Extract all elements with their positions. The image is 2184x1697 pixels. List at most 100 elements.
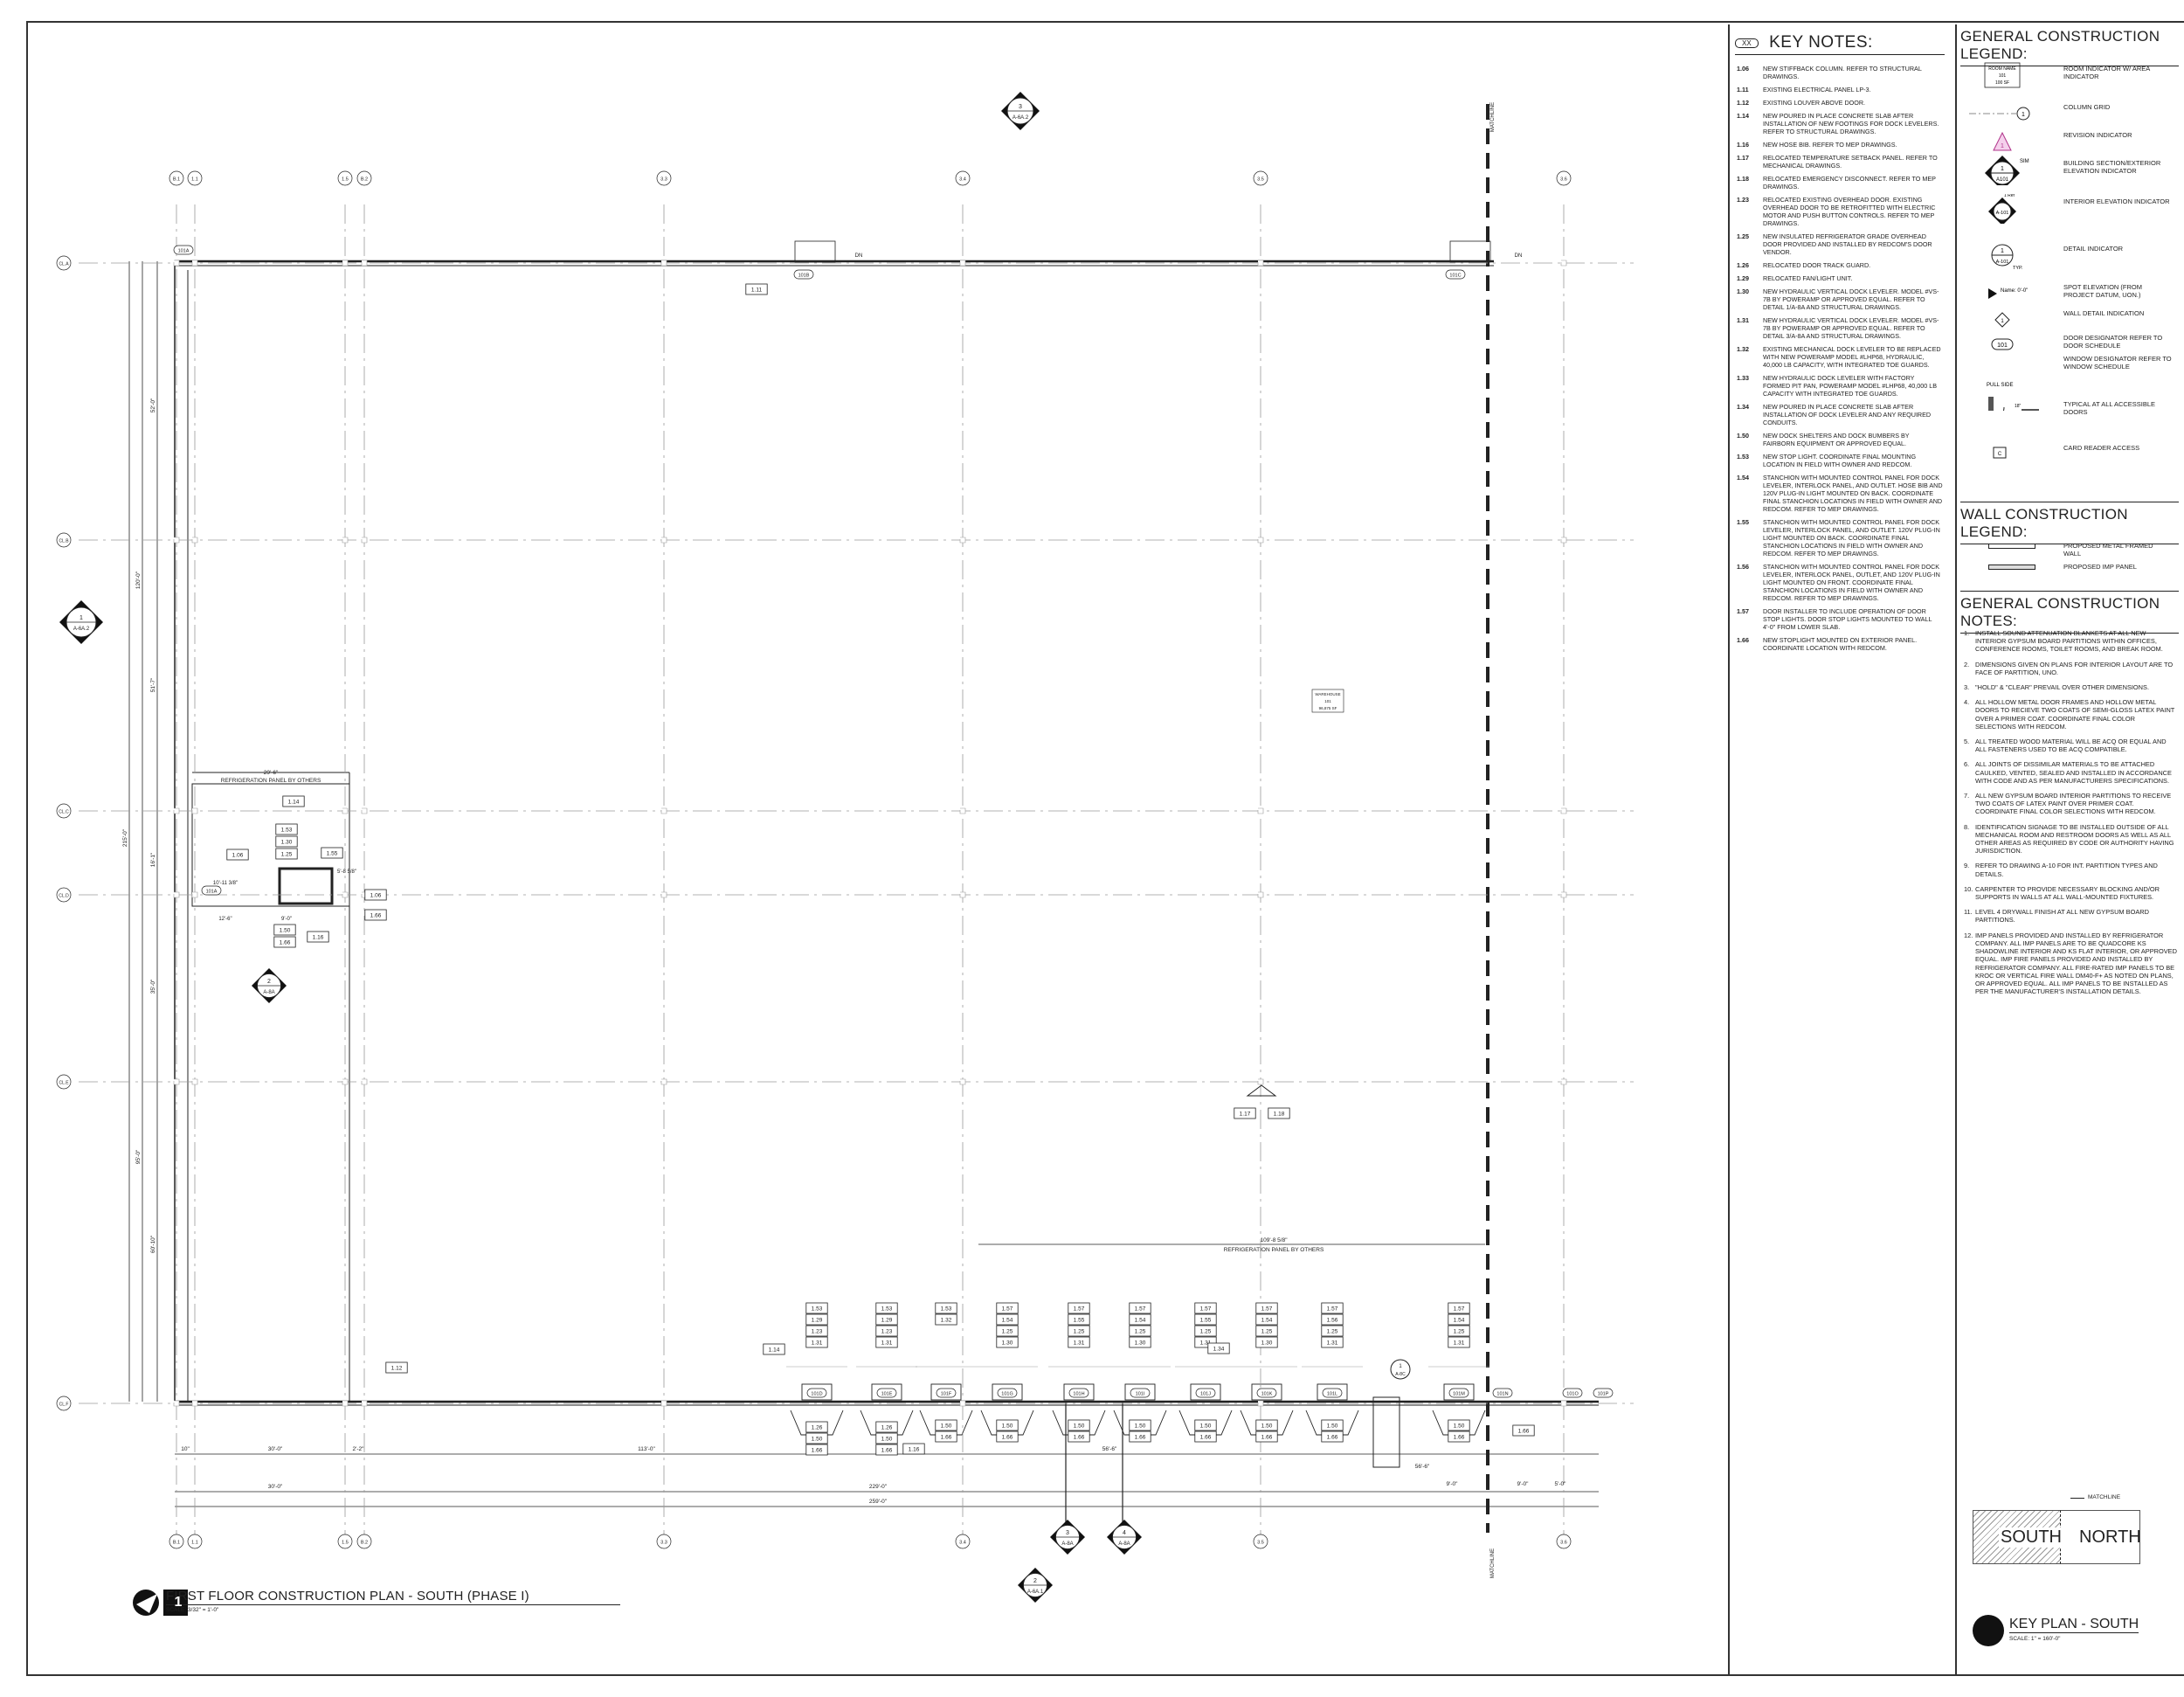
construction-note-item: 9.REFER TO DRAWING A-10 FOR INT. PARTITI… [1964,862,2177,877]
key-plan-north-label: NORTH [2079,1527,2141,1547]
construction-note-text: LEVEL 4 DRYWALL FINISH AT ALL NEW GYPSUM… [1975,908,2149,925]
detail-marker-icon [1390,1359,1411,1380]
note-tag [282,795,305,807]
door-tag [1322,1388,1343,1398]
door-tag-text: 101O [1566,1391,1579,1396]
svg-text:1 Ref: 1 Ref [2004,194,2015,198]
note-tag-text: 1.31 [812,1340,823,1347]
note-tag [763,1343,785,1355]
construction-note-item: 12.IMP PANELS PROVIDED AND INSTALLED BY … [1964,932,2177,996]
note-tag [935,1302,957,1314]
door-tag-text: 101E [881,1391,893,1396]
note-tag [1255,1430,1278,1443]
note-tag-text: 1.11 [751,287,763,294]
construction-note-number: 4. [1964,698,1970,707]
column-marker [1560,1400,1567,1407]
door-tag [1562,1388,1583,1398]
note-tag-text: 1.34 [1213,1347,1225,1353]
legend-symbol-icon [1969,351,2039,381]
column-grid-bubble [955,170,971,186]
dimension-text: 10" [181,1446,190,1452]
key-plan-north-block [2060,1510,2140,1564]
key-note-text: NEW HYDRAULIC VERTICAL DOCK LEVELER. MOD… [1763,316,1939,340]
stair-dn-label: DN [855,253,863,259]
note-tag-text: 1.31 [1327,1340,1338,1347]
key-note-text: STANCHION WITH MOUNTED CONTROL PANEL FOR… [1763,518,1940,558]
note-tag-text: 1.14 [288,800,300,806]
key-note-text: EXISTING LOUVER ABOVE DOOR. [1763,99,1866,107]
column-grid-bubble [337,170,353,186]
column-marker [361,807,368,814]
column-grid-label: B.1 [173,177,180,183]
note-tag [1255,1325,1278,1337]
section-marker-number: 3 [1019,104,1022,110]
column-grid-label: B.2 [361,1541,368,1546]
construction-note-number: 2. [1964,660,1970,668]
svg-text:Name: 0'-0": Name: 0'-0" [2001,288,2028,294]
dimension-text: 12'-6" [218,917,232,922]
key-note-code: 1.32 [1737,345,1749,353]
key-plan-scale: SCALE: 1" = 160'-0" [2009,1636,2061,1642]
wall-legend-text: PROPOSED IMP PANEL [2063,563,2137,571]
construction-note-item: 6.ALL JOINTS OF DISSIMILAR MATERIALS TO … [1964,760,2177,785]
column-marker [959,260,966,267]
construction-note-item: 5.ALL TREATED WOOD MATERIAL WILL BE ACQ … [1964,738,2177,753]
note-tag [1321,1430,1344,1443]
note-tag [1448,1336,1470,1348]
note-tag [875,1336,898,1348]
construction-note-item: 10.CARPENTER TO PROVIDE NECESSARY BLOCKI… [1964,885,2177,901]
dimension-text: 10'-11 3/8" [213,881,238,886]
detail-number-box [163,1590,188,1616]
key-note-code: 1.31 [1737,316,1749,324]
column-marker [1560,1078,1567,1085]
note-tag-text: 1.57 [1454,1306,1465,1313]
door-tag [1445,269,1466,280]
note-tag-text: 1.66 [1200,1435,1212,1441]
note-tag-text: 1.55 [1200,1318,1212,1324]
door-tag [1068,1388,1089,1398]
note-tag-text: 1.17 [1240,1112,1251,1118]
column-marker [1560,807,1567,814]
construction-note-item: 1.INSTALL SOUND ATTENUATION BLANKETS AT … [1964,629,2177,654]
note-tag [1068,1313,1090,1326]
note-tag-text: 1.53 [281,828,293,834]
legend-row: WINDOW DESIGNATOR REFER TO WINDOW SCHEDU… [1960,351,2172,381]
note-tag-text: 1.66 [280,940,291,946]
note-tag [805,1444,828,1456]
key-note-code: 1.25 [1737,232,1749,240]
note-tag-text: 1.06 [232,853,244,859]
legend-text: DETAIL INDICATOR [2063,245,2124,253]
note-tag [805,1421,828,1433]
column-grid-label: 3.3 [660,177,667,183]
note-tag-text: 1.50 [812,1437,823,1443]
note-tag-text: 1.50 [1135,1423,1146,1430]
note-tag-text: 1.66 [1002,1435,1013,1441]
door-tag-text: 101P [1598,1391,1609,1396]
dimension-text: 56'-6" [1415,1464,1430,1470]
dimension-text: 120'-0" [135,571,142,589]
door-tag-text: 101L [1327,1391,1337,1396]
construction-note-text: CARPENTER TO PROVIDE NECESSARY BLOCKING … [1975,884,2160,902]
plan-scale: SCALE: 3/32" = 1'-0" [166,1607,219,1613]
column-marker [191,537,198,544]
note-tag-text: 1.26 [881,1425,893,1431]
section-marker-sheet: A-8A [263,990,274,995]
note-tag [1068,1419,1090,1431]
note-tag [805,1432,828,1444]
door-tag [793,269,814,280]
note-tag [1194,1419,1217,1431]
note-tag-text: 1.66 [1135,1435,1146,1441]
svg-text:SIM: SIM [2020,159,2029,164]
column-marker [361,1400,368,1407]
